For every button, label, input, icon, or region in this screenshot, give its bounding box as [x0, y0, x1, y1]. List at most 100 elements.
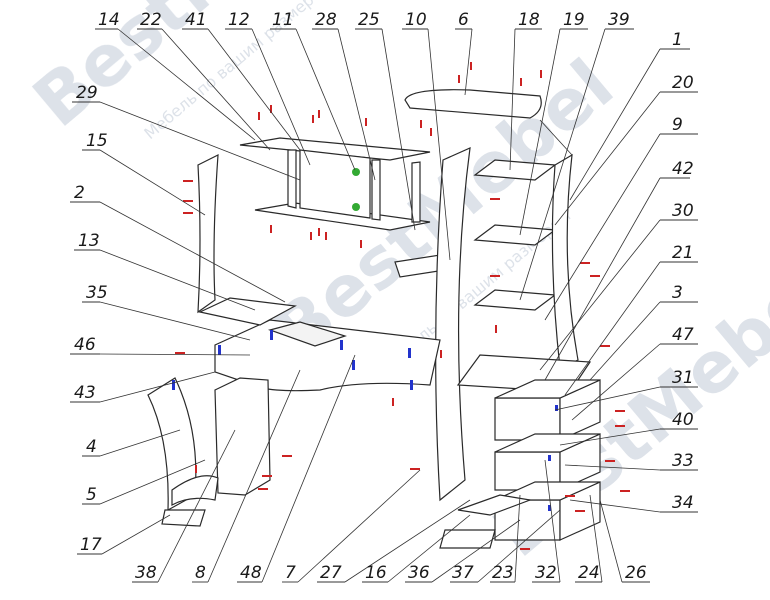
callout-29: 29: [72, 83, 301, 181]
callout-34: 34: [569, 493, 698, 513]
part-desk-leg-panel: [214, 377, 271, 496]
callout-18: 18: [509, 10, 542, 171]
callout-38: 38: [132, 429, 236, 583]
leader-line: [99, 353, 251, 356]
callout-number: 6: [458, 10, 469, 30]
part-shelf-bottom: [254, 202, 431, 231]
callout-33: 33: [564, 451, 698, 471]
callout-number: 27: [320, 563, 342, 583]
callout-48: 48: [237, 354, 356, 583]
callout-41: 41: [182, 10, 301, 151]
callout-number: 29: [76, 83, 98, 103]
leader-line: [117, 28, 256, 141]
leader-line: [99, 101, 301, 181]
callout-number: 43: [74, 383, 96, 403]
callout-47: 47: [571, 325, 698, 421]
callout-1: 1: [569, 30, 690, 201]
leader-line: [99, 301, 251, 341]
callout-number: 37: [452, 563, 474, 583]
callout-number: 39: [608, 10, 630, 30]
callout-number: 42: [672, 159, 694, 179]
leader-line: [251, 28, 311, 166]
callout-19: 19: [519, 10, 588, 236]
callout-28: 28: [312, 10, 376, 181]
callout-number: 36: [408, 563, 430, 583]
callout-46: 46: [70, 335, 251, 356]
drawer-top: [494, 433, 601, 453]
leader-line: [381, 28, 416, 231]
leader-line: [514, 494, 521, 583]
callout-number: 23: [492, 563, 514, 583]
callout-number: 41: [185, 10, 207, 30]
callout-5: 5: [82, 459, 206, 505]
callout-number: 10: [405, 10, 427, 30]
callout-3: 3: [589, 283, 698, 381]
callout-12: 12: [225, 10, 311, 166]
callout-40: 40: [559, 410, 698, 446]
leader-line: [207, 28, 301, 151]
leader-line: [99, 149, 206, 216]
callout-number: 31: [672, 368, 694, 388]
callout-number: 9: [672, 115, 683, 135]
callout-number: 48: [240, 563, 262, 583]
callout-number: 14: [98, 10, 120, 30]
callout-number: 18: [518, 10, 540, 30]
callout-number: 7: [285, 563, 296, 583]
leader-line: [387, 514, 471, 583]
callout-11: 11: [270, 10, 356, 171]
callout-number: 2: [74, 183, 85, 203]
part-shelf-back: [299, 149, 371, 219]
leader-line: [99, 371, 216, 403]
callout-number: 32: [535, 563, 557, 583]
hardware-marks: [172, 62, 630, 550]
part-corner-piece: [198, 297, 297, 326]
part-top-board: [404, 89, 542, 119]
callout-number: 24: [578, 563, 600, 583]
leader-line: [99, 201, 286, 303]
callout-23: 23: [490, 494, 521, 583]
part-shelf-side-right: [411, 161, 421, 223]
callout-7: 7: [282, 469, 421, 583]
callout-number: 13: [78, 231, 100, 251]
part-left-panel: [197, 153, 219, 314]
leader-line: [157, 429, 236, 583]
callout-26: 26: [599, 499, 650, 583]
part-desk-insert: [267, 321, 347, 347]
callout-16: 16: [362, 514, 471, 583]
drawer-top: [494, 379, 601, 399]
leader-line: [589, 494, 603, 583]
leader-line: [477, 509, 561, 583]
callout-37: 37: [450, 509, 561, 583]
callout-number: 8: [195, 563, 206, 583]
leader-line: [519, 28, 606, 301]
callout-10: 10: [402, 10, 451, 261]
callout-number: 3: [672, 283, 683, 303]
hardware-green: [352, 168, 360, 176]
part-plinth: [171, 475, 219, 507]
callout-17: 17: [77, 514, 171, 555]
leader-line: [554, 386, 661, 411]
leader-line: [297, 469, 421, 583]
leader-line: [99, 429, 181, 457]
callout-number: 30: [672, 201, 694, 221]
callout-number: 21: [672, 243, 694, 263]
callout-number: 26: [625, 563, 647, 583]
callout-number: 28: [315, 10, 337, 30]
leader-line: [295, 28, 356, 171]
callout-number: 19: [563, 10, 585, 30]
leader-line: [564, 464, 661, 471]
callout-number: 47: [672, 325, 694, 345]
callout-number: 34: [672, 493, 694, 513]
leader-line: [559, 428, 661, 446]
callout-number: 38: [135, 563, 157, 583]
callout-13: 13: [74, 231, 256, 311]
drawer-top: [494, 481, 601, 501]
callout-number: 11: [272, 10, 294, 30]
callout-number: 16: [365, 563, 387, 583]
callout-43: 43: [70, 371, 216, 403]
leader-line: [207, 369, 301, 583]
callout-21: 21: [564, 243, 698, 396]
callout-36: 36: [405, 519, 521, 583]
leader-line: [571, 343, 661, 421]
